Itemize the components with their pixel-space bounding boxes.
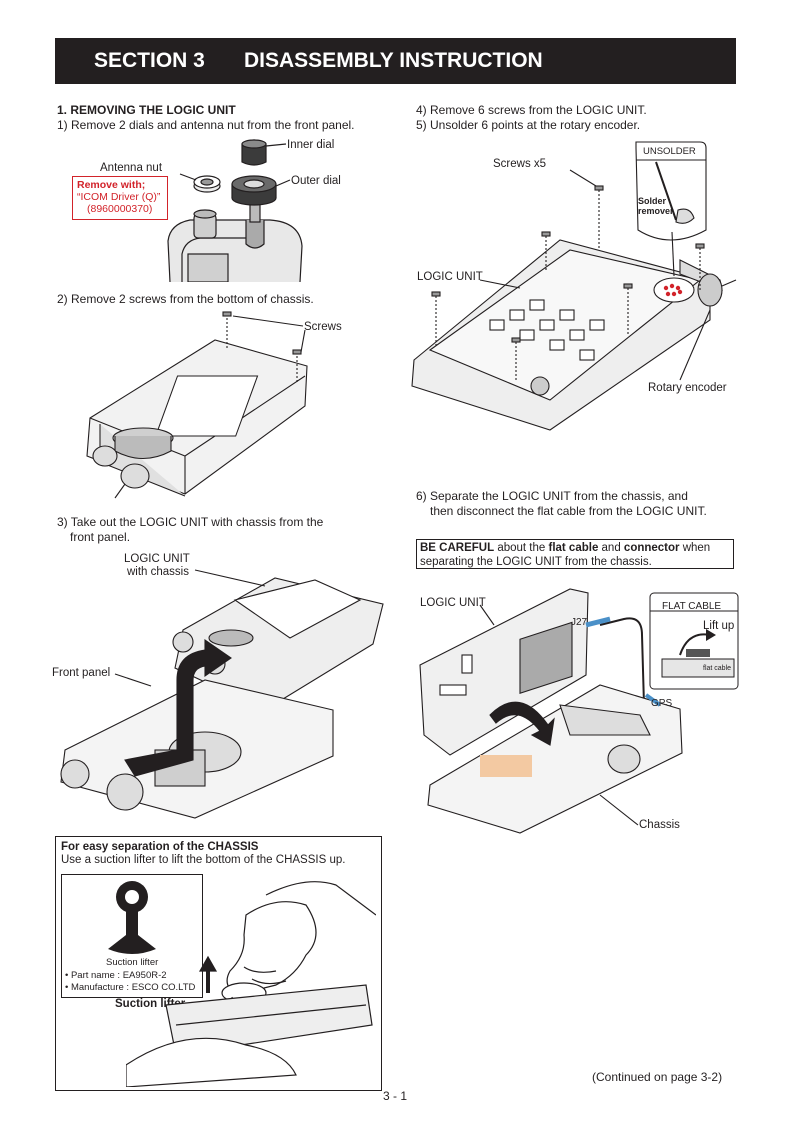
lifter-manufacturer: • Manufacture : ESCO CO.LTD [65, 982, 196, 993]
caution-when: when [679, 542, 711, 554]
tool-callout-box: Remove with; “ICOM Driver (Q)” (89600003… [72, 176, 168, 220]
logic-unit-separation-illustration [419, 588, 739, 834]
solder-remover-label-1: Solder [638, 196, 667, 206]
suction-lifter-tip-box: For easy separation of the CHASSIS Use a… [55, 836, 382, 1091]
rotary-encoder-label: Rotary encoder [648, 382, 727, 394]
step-1-text: 1) Remove 2 dials and antenna nut from t… [57, 118, 355, 132]
continued-note: (Continued on page 3-2) [592, 1070, 723, 1084]
unsolder-label: UNSOLDER [643, 146, 696, 157]
chassis-label: Chassis [639, 819, 680, 831]
solder-remover-label-2: remover [638, 206, 674, 216]
step-4-text: 4) Remove 6 screws from the LOGIC UNIT. [416, 103, 647, 117]
antenna-nut-label: Antenna nut [100, 162, 163, 174]
suction-lifter-icon [108, 881, 156, 954]
suction-lifter-spec-box: Suction lifter • Part name : EA950R-2 • … [61, 874, 203, 998]
caution-about: about the [494, 542, 549, 554]
caution-and: and [598, 542, 624, 554]
logic-unit-label-fig3: LOGIC UNIT [124, 553, 190, 565]
flat-cable-inset-title: FLAT CABLE [662, 601, 722, 612]
section-number: SECTION 3 [94, 49, 205, 72]
dials-illustration [167, 139, 303, 282]
tool-name-label: “ICOM Driver (Q)” [77, 191, 161, 203]
flat-cable-small-label: flat cable [703, 665, 732, 672]
logic-unit-label-fig4: LOGIC UNIT [417, 271, 483, 283]
lift-up-label: Lift up [703, 620, 735, 632]
chassis-bottom-illustration [86, 311, 308, 499]
step-2-text: 2) Remove 2 screws from the bottom of ch… [57, 292, 314, 306]
caution-box: BE CAREFUL about the flat cable and conn… [416, 539, 734, 569]
screws-label-fig2: Screws [304, 321, 342, 333]
tip-text: Use a suction lifter to lift the bottom … [61, 854, 346, 866]
section-title: DISASSEMBLY INSTRUCTION [244, 49, 543, 72]
screws-x5-label: Screws x5 [493, 158, 547, 170]
front-panel-label: Front panel [52, 667, 111, 679]
caution-line2: separating the LOGIC UNIT from the chass… [420, 556, 652, 568]
step-3-text-line1: 3) Take out the LOGIC UNIT with chassis … [57, 515, 324, 529]
page-number: 3 - 1 [383, 1089, 408, 1103]
logic-unit-screws-illustration [411, 141, 737, 431]
lifter-caption: Suction lifter [106, 957, 159, 968]
step-6-text-line2: then disconnect the flat cable from the … [430, 504, 707, 518]
j27-connector-label: J27 [571, 617, 588, 628]
remove-with-label: Remove with; [77, 179, 146, 191]
logic-unit-label-fig5: LOGIC UNIT [420, 597, 486, 609]
outer-dial-label: Outer dial [291, 175, 341, 187]
hand-lifting-illustration [126, 881, 376, 1087]
tool-part-number: (8960000370) [87, 203, 153, 215]
step-6-text-line1: 6) Separate the LOGIC UNIT from the chas… [416, 489, 688, 503]
caution-connector: connector [623, 542, 680, 554]
lifter-part-name: • Part name : EA950R-2 [65, 970, 167, 981]
tip-title: For easy separation of the CHASSIS [61, 841, 259, 853]
caution-be-careful: BE CAREFUL [420, 542, 495, 554]
section-header: SECTION 3 DISASSEMBLY INSTRUCTION [55, 38, 736, 84]
step-5-text: 5) Unsolder 6 points at the rotary encod… [416, 118, 641, 132]
gps-label: GPS [651, 698, 673, 709]
caution-flat-cable: flat cable [548, 542, 599, 554]
step-3-text-line2: front panel. [70, 530, 131, 544]
with-chassis-label: with chassis [127, 566, 189, 578]
inner-dial-label: Inner dial [287, 139, 335, 151]
logic-unit-removal-illustration [60, 569, 384, 819]
subsection-heading: 1. REMOVING THE LOGIC UNIT [57, 103, 236, 117]
